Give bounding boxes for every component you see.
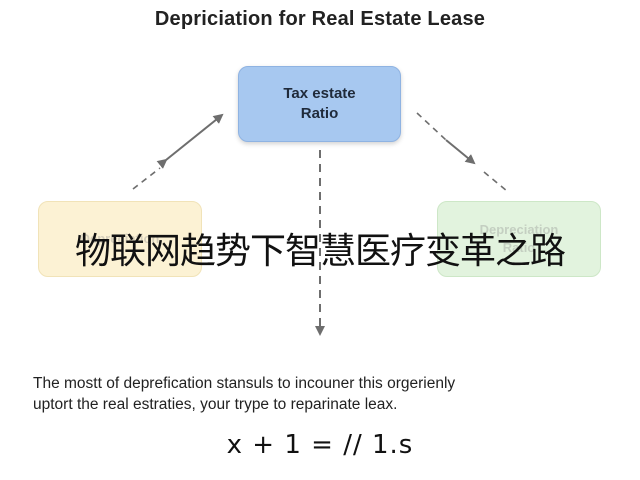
arrow-top-to-left (156, 113, 224, 169)
formula: x + 1 = // 1.s (226, 430, 414, 460)
node-depreciation-left: Depreciation (38, 201, 202, 277)
node-depreciation-right-label: Depreciation Ratio (479, 222, 559, 255)
dashed-connector-left (132, 167, 161, 190)
dashed-connector-right-upper (416, 112, 447, 141)
node-tax-estate-ratio: Tax estate Ratio (238, 66, 401, 142)
node-depreciation-left-label: Depreciation (80, 231, 160, 246)
overlay-caption: 物联网趋势下智慧医疗变革之路 (74, 231, 566, 272)
node-tax-estate-ratio-label: Tax estate Ratio (283, 85, 356, 122)
description-text: The mostt of deprefication stansuls to i… (33, 373, 623, 415)
arrow-top-to-right (445, 139, 476, 165)
node-depreciation-ratio-right: Depreciation Ratio (437, 201, 601, 277)
diagram-title: Depriciation for Real Estate Lease (154, 8, 486, 30)
description-line-1: The mostt of deprefication stansuls to i… (33, 375, 456, 392)
dashed-connector-right-lower (483, 171, 508, 192)
description-line-2: uptort the real estraties, your trype to… (33, 396, 398, 413)
